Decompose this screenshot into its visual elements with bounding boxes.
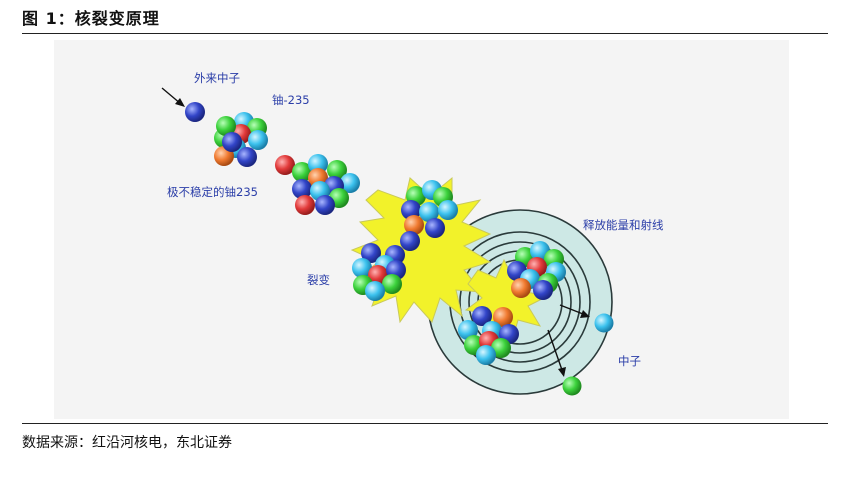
source-rule [22, 423, 828, 424]
released-neutron-1 [594, 313, 614, 333]
product-nucleus-lower [458, 306, 519, 365]
uranium-235-nucleus [214, 112, 268, 167]
label-incoming-neutron: 外来中子 [194, 71, 240, 85]
fission-fragment-upper [400, 180, 458, 251]
incoming-neutron-arrow-icon [161, 87, 185, 107]
figure-source: 数据来源：红沿河核电，东北证券 [22, 435, 232, 451]
label-unstable-uranium: 极不稳定的铀235 [167, 185, 258, 199]
ring-3 [459, 241, 581, 363]
label-uranium-235: 铀-235 [272, 93, 310, 107]
label-energy-radiation: 释放能量和射线 [583, 218, 664, 232]
outgoing-neutron-arrow-1-icon [559, 304, 590, 318]
incoming-neutron [185, 102, 205, 122]
figure-title: 图 1：核裂变原理 [22, 9, 160, 28]
fission-fragment-left [352, 243, 406, 301]
unstable-uranium-nucleus [275, 154, 360, 215]
product-nucleus-upper [507, 241, 566, 300]
label-neutron: 中子 [618, 354, 641, 368]
released-neutron-2 [562, 376, 582, 396]
title-rule [22, 33, 828, 34]
label-fission: 裂变 [307, 273, 330, 287]
outgoing-neutron-arrow-2-icon [547, 329, 566, 377]
